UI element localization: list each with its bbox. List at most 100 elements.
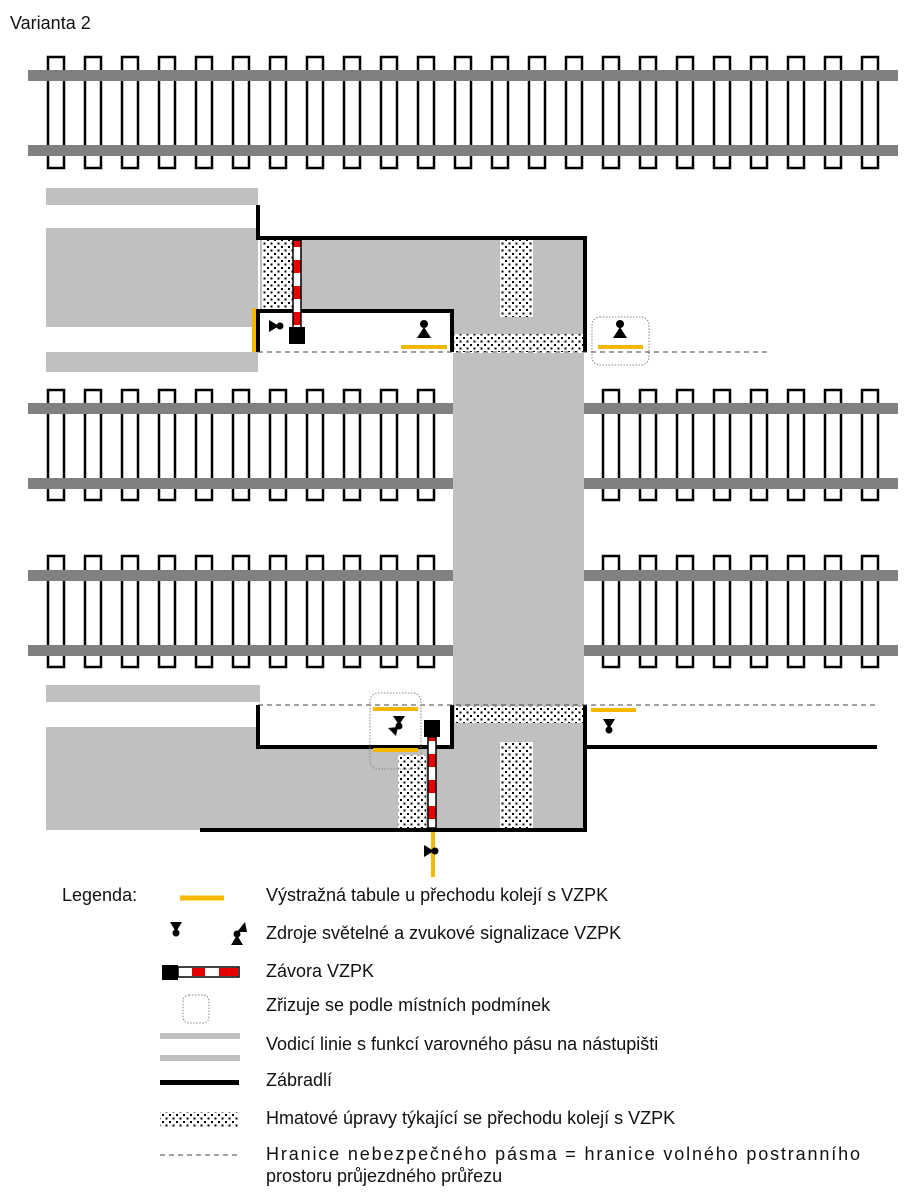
sleeper (453, 55, 473, 170)
legend-guide-line-icon (160, 1033, 240, 1039)
sleeper (712, 55, 732, 170)
signal-icon (603, 719, 615, 734)
sleeper (305, 554, 325, 669)
sleeper (379, 554, 399, 669)
sleeper (120, 388, 140, 502)
guide-line (46, 352, 258, 372)
sleeper (416, 55, 436, 170)
sleeper (305, 55, 325, 170)
sleeper (675, 554, 695, 669)
legend-tactile-icon (160, 1112, 238, 1128)
sleeper (749, 55, 769, 170)
sleeper (194, 554, 214, 669)
sleeper (749, 554, 769, 669)
sleeper (786, 554, 806, 669)
sleeper (83, 55, 103, 170)
rail (28, 70, 898, 81)
sleeper (416, 388, 436, 502)
sleeper (120, 55, 140, 170)
tactile-strip (454, 334, 583, 352)
tactile-strip (455, 706, 583, 723)
legend-label: Závora VZPK (266, 961, 374, 981)
sleeper (712, 554, 732, 669)
sleeper (231, 388, 251, 502)
sleeper (675, 388, 695, 502)
sleeper (46, 388, 66, 502)
tactile-strip (398, 755, 426, 828)
legend-label: Zdroje světelné a zvukové signalizace VZ… (266, 923, 621, 943)
sleeper (194, 55, 214, 170)
platform-surface (46, 705, 585, 830)
sleeper (823, 388, 843, 502)
sleeper (268, 55, 288, 170)
person-icon (417, 320, 431, 338)
railing (256, 309, 454, 352)
sleeper (268, 388, 288, 502)
sleeper (601, 388, 621, 502)
sleeper (564, 55, 584, 170)
sleeper (860, 554, 880, 669)
sleeper (675, 55, 695, 170)
sleeper (379, 55, 399, 170)
sleeper (638, 55, 658, 170)
sleeper (120, 554, 140, 669)
sleeper (416, 554, 436, 669)
sleeper (527, 55, 547, 170)
sleeper (638, 388, 658, 502)
lower-platform (46, 685, 877, 877)
sleeper (46, 554, 66, 669)
sleeper (342, 554, 362, 669)
legend-optional-box-icon (182, 994, 210, 1024)
sleeper (342, 388, 362, 502)
sleeper (786, 55, 806, 170)
sleeper (305, 388, 325, 502)
sleeper (157, 388, 177, 502)
sleeper (786, 388, 806, 502)
barrier-arm (427, 736, 437, 829)
barrier-post (289, 327, 305, 344)
sleeper (749, 388, 769, 502)
sleeper (823, 55, 843, 170)
sleeper (601, 554, 621, 669)
sleeper (342, 55, 362, 170)
sleeper (860, 388, 880, 502)
guide-line (46, 685, 260, 702)
legend-railing-icon (160, 1080, 239, 1085)
diagram-title: Varianta 2 (10, 13, 91, 33)
optional-box (591, 316, 650, 366)
legend-signal-icon (170, 922, 182, 937)
rail (28, 145, 898, 156)
legend-label: prostoru průjezdného průřezu (266, 1166, 502, 1186)
barrier-post (424, 720, 440, 737)
legend-guide-line-icon (160, 1055, 240, 1061)
railing (256, 205, 587, 352)
signal-icon (269, 320, 284, 332)
sleeper (860, 55, 880, 170)
sleeper (83, 554, 103, 669)
legend-signal-icon (231, 922, 247, 945)
sleeper (490, 55, 510, 170)
tactile-strip (500, 742, 533, 828)
barrier-arm (292, 239, 302, 329)
sleeper (268, 554, 288, 669)
sleeper (379, 388, 399, 502)
legend-label: Výstražná tabule u přechodu kolejí s VZP… (266, 885, 608, 905)
signal-icon (388, 716, 405, 736)
legend-heading: Legenda: (62, 885, 137, 905)
sleeper (231, 554, 251, 669)
guide-line (46, 188, 258, 205)
sleeper (231, 55, 251, 170)
legend-label: Hmatové úpravy týkající se přechodu kole… (266, 1108, 675, 1128)
tactile-strip (500, 240, 533, 317)
crossing-path (453, 353, 584, 705)
sleeper (601, 55, 621, 170)
sleeper (194, 388, 214, 502)
sleeper (46, 55, 66, 170)
person-icon (613, 320, 627, 338)
sleeper (157, 554, 177, 669)
legend-label: Zábradlí (266, 1070, 332, 1090)
sleeper (823, 554, 843, 669)
track-1 (28, 55, 898, 170)
railing (256, 705, 454, 749)
